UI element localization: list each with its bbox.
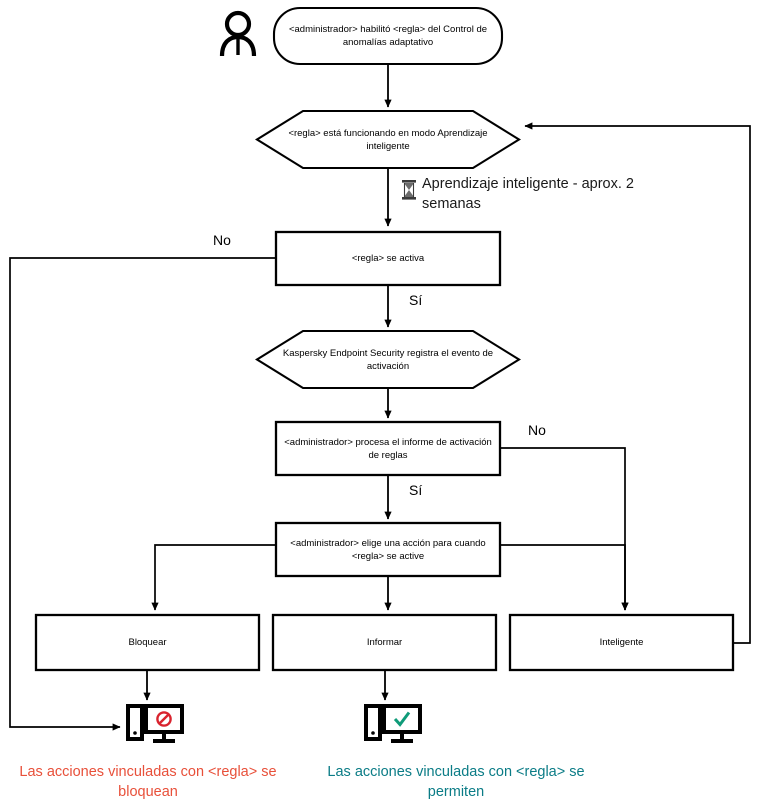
edge-no-admin-report xyxy=(500,447,629,611)
outcome-blocked-caption: Las acciones vinculadas con <regla> se b… xyxy=(19,764,277,800)
node-start-shape xyxy=(272,6,504,66)
edge-label-no-admin-report: No xyxy=(528,422,546,438)
node-action-inform-shape xyxy=(271,613,498,672)
hourglass-icon xyxy=(402,180,416,200)
node-rule-triggers-shape xyxy=(274,230,502,287)
person-actor-icon xyxy=(219,10,257,57)
edge-select-to-block xyxy=(151,544,276,611)
edge-smart-loopback xyxy=(524,122,751,644)
edge-label-no-rule-triggers: No xyxy=(213,232,231,248)
node-action-smart-shape xyxy=(508,613,735,672)
node-learning-mode-shape xyxy=(255,109,521,170)
monitor-blocked-icon xyxy=(126,704,184,743)
node-admin-select-shape xyxy=(274,521,502,578)
node-kes-logs-shape xyxy=(255,329,521,390)
edge-label-yes-admin-report: Sí xyxy=(409,482,423,498)
timer-note-label: Aprendizaje inteligente - aprox. 2 seman… xyxy=(422,176,634,212)
edge-no-rule-triggers xyxy=(9,257,276,731)
node-admin-report-shape xyxy=(274,420,502,477)
outcome-allowed-caption: Las acciones vinculadas con <regla> se p… xyxy=(327,764,585,800)
monitor-allowed-icon xyxy=(364,704,422,743)
node-action-block-shape xyxy=(34,613,261,672)
edge-label-yes-rule-triggers: Sí xyxy=(409,292,423,308)
edge-select-to-smart xyxy=(500,544,629,611)
